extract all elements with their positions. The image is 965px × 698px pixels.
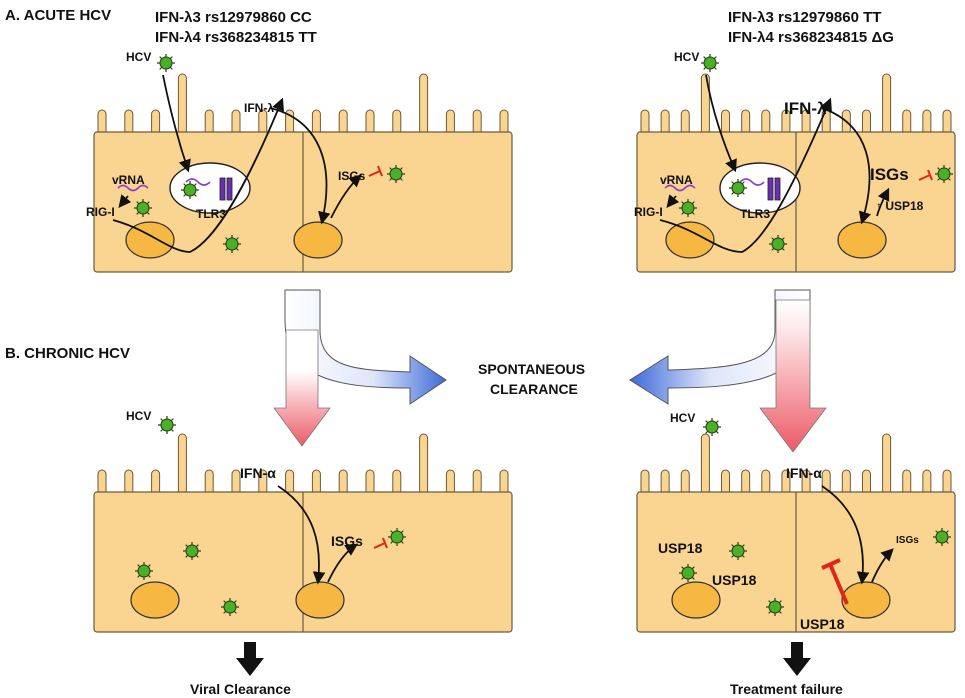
usp18-label-1: USP18 [658, 540, 703, 556]
chronic-tt-cells [636, 433, 956, 633]
usp18-block-t [821, 558, 849, 605]
chronic-arrow-left [273, 329, 331, 447]
section-a-title: A. ACUTE HCV [5, 7, 112, 24]
microvillus [177, 73, 187, 137]
microvillus [419, 433, 429, 497]
hcv-virion-icon [679, 199, 697, 217]
vrna-label-right: vRNA [660, 173, 693, 187]
usp18-label-3: USP18 [800, 616, 845, 632]
hcv-label-a-left: HCV [126, 50, 152, 64]
vrna-squiggle-left [117, 184, 149, 192]
hcv-label-b-left: HCV [126, 409, 152, 423]
hcv-virion-icon [221, 598, 239, 616]
endosome-right [719, 162, 801, 214]
hcv-virion-icon [703, 418, 721, 436]
pathway-arrows-a-left [112, 74, 362, 253]
nucleus [125, 221, 175, 259]
microvillus [700, 433, 710, 497]
hcv-virion-icon [181, 181, 199, 199]
usp18-label-2: USP18 [712, 572, 757, 588]
ifn-alpha-label-right: IFN-α [786, 465, 822, 481]
hcv-virion-icon [158, 416, 176, 434]
hcv-virion-icon [388, 528, 406, 546]
microvillus [882, 433, 892, 497]
left-genotype-line2: IFN-λ4 rs368234815 TT [155, 29, 317, 46]
spontaneous-clearance-line1: SPONTANEOUS [478, 361, 586, 377]
chronic-cc-cells [93, 433, 513, 633]
spontaneous-clearance-line2: CLEARANCE [490, 381, 578, 397]
nucleus [837, 221, 887, 259]
outcome-right-label: Treatment failure [730, 681, 843, 697]
hcv-virion-icon [935, 165, 953, 183]
ifn-lambda-label-left: IFN-λ [244, 101, 274, 115]
hcv-virion-icon [183, 542, 201, 560]
pathway-arrows-a-right [659, 74, 890, 253]
vrna-squiggle-right [664, 184, 696, 192]
outcome-arrow-right [783, 642, 811, 676]
endosome-left [169, 162, 251, 214]
hcv-label-b-right: HCV [670, 411, 696, 425]
hcv-virion-icon [387, 165, 405, 183]
hcv-virion-icon [223, 235, 241, 253]
right-genotype-line2: IFN-λ4 rs368234815 ΔG [728, 29, 894, 46]
hcv-virion-icon [729, 179, 747, 197]
microvillus [419, 73, 429, 137]
hcv-virion-icon [134, 199, 152, 217]
rigi-label-right: RIG-I [634, 205, 663, 219]
rigi-label-left: RIG-I [86, 205, 115, 219]
acute-tt-cells [636, 73, 956, 273]
usp18-up-label: ↑ USP18 [876, 199, 924, 213]
hcv-virion-icon [729, 542, 747, 560]
acute-cc-cells [93, 73, 513, 273]
nucleus [130, 581, 180, 619]
isgs-label-b-right: ISGs [896, 535, 919, 546]
tlr3-label-right: TLR3 [740, 207, 770, 221]
ifn-alpha-label-left: IFN-α [240, 465, 276, 481]
hcv-virion-icon [157, 54, 175, 72]
isgs-label-b-left: ISGs [331, 533, 363, 549]
microvillus [177, 433, 187, 497]
left-genotype-line1: IFN-λ3 rs12979860 CC [155, 9, 312, 26]
hcv-virion-icon [679, 564, 697, 582]
section-b-title: B. CHRONIC HCV [5, 345, 131, 362]
inhibition-marks [368, 165, 933, 605]
nucleus [841, 581, 891, 619]
hcv-virions [134, 54, 953, 616]
hcv-virion-icon [766, 598, 784, 616]
nucleus [665, 221, 715, 259]
nucleus [293, 221, 343, 259]
pathway-arrows-b [277, 485, 894, 585]
isgs-label-a-left: ISGs [338, 169, 366, 183]
right-genotype-line1: IFN-λ3 rs12979860 TT [728, 9, 882, 26]
nucleus [671, 581, 721, 619]
chronic-arrow-right [759, 299, 827, 453]
ifn-lambda-label-right: IFN-λ [784, 99, 827, 118]
nucleus [295, 581, 345, 619]
hcv-virion-icon [701, 54, 719, 72]
hcv-virion-icon [135, 562, 153, 580]
outcome-arrow-left [236, 642, 264, 676]
tlr3-label-left: TLR3 [196, 207, 226, 221]
vrna-label-left: vRNA [112, 173, 145, 187]
hcv-virion-icon [933, 528, 951, 546]
isgs-label-a-right: ISGs [870, 165, 909, 184]
hcv-label-a-right: HCV [674, 50, 700, 64]
hcv-virion-icon [769, 235, 787, 253]
outcome-left-label: Viral Clearance [190, 681, 291, 697]
microvillus [882, 73, 892, 137]
